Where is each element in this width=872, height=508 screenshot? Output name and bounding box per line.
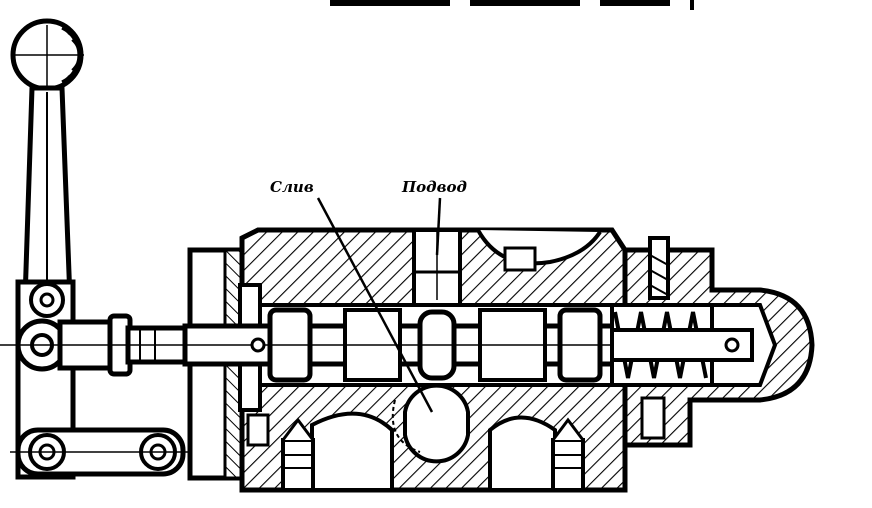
bottom-screw-right	[551, 417, 585, 492]
spool	[0, 307, 760, 383]
drain-leader-line	[316, 197, 434, 413]
lever-knob	[10, 18, 84, 92]
lever-handle	[10, 18, 195, 480]
cropped-heading-fragment	[330, 0, 694, 10]
bottom-screw-left	[281, 417, 315, 492]
detent-screw	[648, 236, 670, 300]
supply-label: Подвод	[401, 178, 467, 196]
supply-leader-line	[435, 197, 442, 256]
leader-lines	[316, 197, 442, 413]
drain-label: Слив	[270, 178, 314, 196]
drain-chamber	[403, 383, 470, 464]
spring-end-cap	[610, 236, 815, 448]
